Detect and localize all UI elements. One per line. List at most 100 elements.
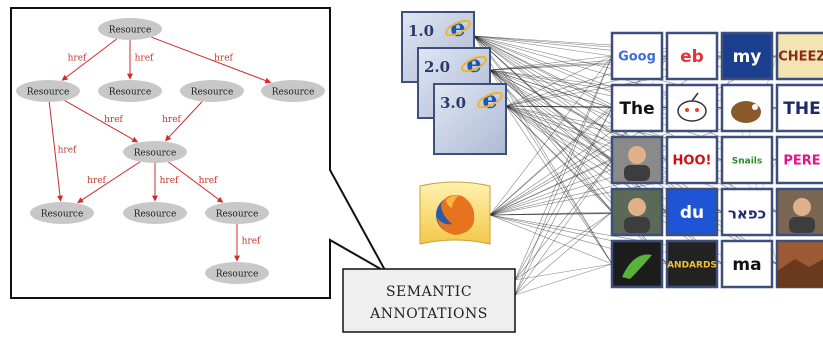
resource-label: Resource xyxy=(216,210,259,220)
link-line xyxy=(514,55,613,296)
website-tile: ma xyxy=(720,239,774,289)
website-tile: כפאר xyxy=(720,187,774,237)
svg-text:e: e xyxy=(466,49,481,78)
link-line xyxy=(489,214,613,265)
ie-version-label: 3.0 xyxy=(440,94,466,112)
website-tile xyxy=(610,187,664,237)
href-label: href xyxy=(160,176,179,186)
link-line xyxy=(505,105,613,265)
link-line xyxy=(514,211,613,296)
site-logo-text: HOO! xyxy=(673,154,712,169)
link-line xyxy=(505,105,723,265)
resource-node xyxy=(261,80,325,102)
href-edge xyxy=(61,38,118,81)
resource-node xyxy=(98,18,162,40)
resource-node xyxy=(180,80,244,102)
href-edge xyxy=(151,36,272,84)
website-tile xyxy=(610,239,664,289)
internet-explorer-icon: e xyxy=(477,85,503,114)
site-logo-text: The xyxy=(619,99,654,119)
href-label: href xyxy=(199,176,218,186)
resource-label: Resource xyxy=(134,210,177,220)
link-line xyxy=(473,35,613,57)
website-tile: eb xyxy=(665,31,719,81)
link-line xyxy=(514,263,613,296)
href-edge xyxy=(77,161,141,204)
href-edge xyxy=(64,99,139,143)
website-tile: ANDARDS xyxy=(665,239,719,289)
reddit-alien-icon xyxy=(677,92,707,122)
link-line xyxy=(489,55,613,216)
link-line xyxy=(505,105,778,265)
site-logo-text: PERE xyxy=(783,154,820,169)
callout-line-2: ANNOTATIONS xyxy=(369,306,488,322)
site-logo-text: Snails xyxy=(732,157,763,167)
svg-text:כפאר: כפאר xyxy=(728,205,766,223)
firefox-browser xyxy=(419,181,491,245)
resource-label: Resource xyxy=(272,88,315,98)
ie-window-3: 3.0 e xyxy=(433,83,507,155)
resource-label: Resource xyxy=(109,26,152,36)
resource-node xyxy=(16,80,80,102)
link-line xyxy=(489,55,613,71)
website-tile: Snails xyxy=(720,135,774,185)
website-tile xyxy=(720,83,774,133)
website-tile: du xyxy=(665,187,719,237)
site-logo-text: du xyxy=(680,203,704,223)
person-photo-icon xyxy=(624,198,650,233)
callout-line-1: SEMANTIC xyxy=(386,284,472,300)
resource-label: Resource xyxy=(41,210,84,220)
link-line xyxy=(514,107,613,281)
href-label: href xyxy=(242,237,261,247)
href-label: href xyxy=(135,54,154,64)
person-photo-icon xyxy=(624,146,650,181)
resource-label: Resource xyxy=(216,270,259,280)
website-tile: The xyxy=(610,83,664,133)
link-line xyxy=(473,35,613,109)
svg-text:e: e xyxy=(482,85,497,114)
svg-text:e: e xyxy=(450,13,465,42)
lizard-logo-icon xyxy=(622,254,652,279)
ie-version-label: 2.0 xyxy=(424,58,450,76)
href-label: href xyxy=(68,54,87,64)
website-tile xyxy=(665,83,719,133)
resource-node xyxy=(205,202,269,224)
website-tile: PERE xyxy=(775,135,823,185)
link-line xyxy=(489,107,613,216)
href-label: href xyxy=(87,176,106,186)
href-edge xyxy=(168,161,224,203)
person-photo-icon xyxy=(789,198,815,233)
resource-label: Resource xyxy=(134,149,177,159)
website-tile: THE xyxy=(775,83,823,133)
link-line xyxy=(514,55,613,281)
site-logo-text: THE xyxy=(783,99,820,119)
site-logo-text: eb xyxy=(680,47,704,67)
site-logo-text: my xyxy=(733,47,762,67)
resource-label: Resource xyxy=(109,88,152,98)
resource-node xyxy=(98,80,162,102)
href-label: href xyxy=(58,146,77,156)
website-tile xyxy=(775,239,823,289)
link-line xyxy=(514,211,613,281)
link-line xyxy=(505,55,613,107)
hebrew-logo-icon: כפאר xyxy=(728,205,766,223)
semantic-annotations-callout: SEMANTIC ANNOTATIONS xyxy=(342,268,516,333)
landscape-icon xyxy=(777,259,823,287)
resource-label: Resource xyxy=(27,88,70,98)
link-line xyxy=(489,55,668,216)
site-logo-text: ANDARDS xyxy=(667,261,717,271)
href-label: href xyxy=(162,115,181,125)
link-line xyxy=(489,55,723,216)
website-tile xyxy=(775,187,823,237)
href-label: href xyxy=(104,115,123,125)
resource-label: Resource xyxy=(191,88,234,98)
href-edge xyxy=(48,101,63,202)
resource-node xyxy=(30,202,94,224)
link-line xyxy=(721,55,778,213)
